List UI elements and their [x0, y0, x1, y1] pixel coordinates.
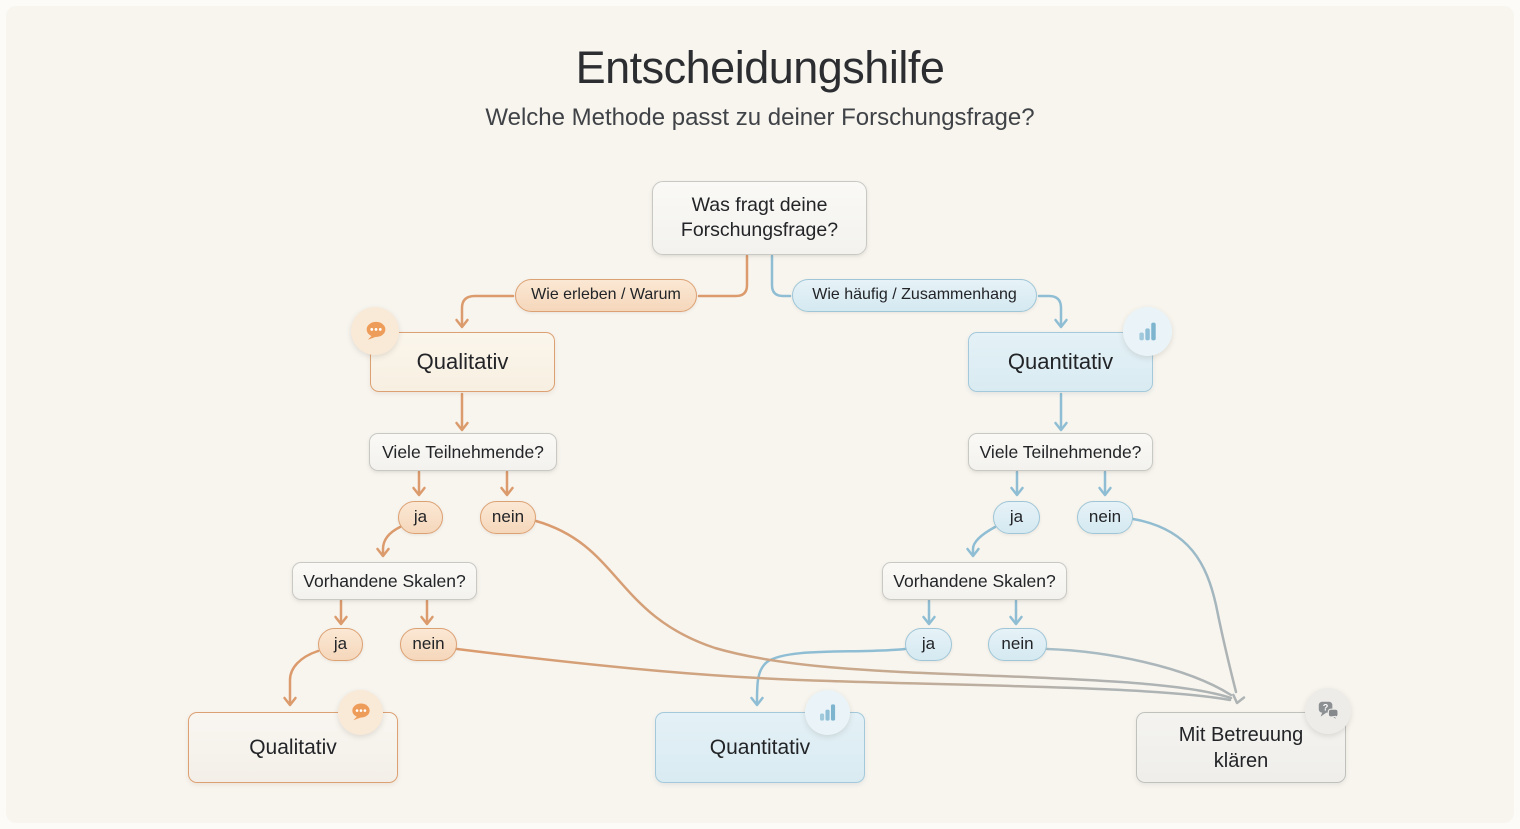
result-label: Quantitativ — [709, 735, 811, 759]
edge-label-quantitative: Wie häufig / Zusammenhang — [792, 279, 1037, 312]
question-scales-quantitative: Vorhandene Skalen? — [882, 562, 1067, 600]
question-label: Vorhandene Skalen? — [893, 570, 1056, 591]
speech-bubble-glyph — [352, 703, 370, 721]
edges-qualitative-branch — [283, 254, 749, 707]
question-label: Viele Teilnehmende? — [382, 441, 544, 462]
node-label: Qualitativ — [416, 348, 509, 374]
question-mark-glyph: ? — [1323, 703, 1329, 713]
answer-no-pill: nein — [1077, 501, 1133, 534]
bar-chart-icon — [1123, 307, 1172, 356]
answer-label: nein — [1001, 634, 1034, 654]
bar-chart-glyph — [820, 704, 836, 721]
answer-yes-pill: ja — [398, 501, 443, 534]
question-participants-quantitative: Viele Teilnehmende? — [968, 433, 1153, 471]
answer-label: ja — [921, 634, 936, 654]
node-label: Quantitativ — [1007, 348, 1114, 374]
question-speech-bubbles-icon: ? — [1305, 688, 1351, 734]
question-scales-qualitative: Vorhandene Skalen? — [292, 562, 477, 600]
question-speech-bubbles-glyph: ? — [1318, 701, 1340, 722]
answer-label: nein — [412, 634, 445, 654]
answer-yes-pill: ja — [993, 501, 1040, 534]
answer-yes-pill: ja — [318, 628, 363, 661]
result-qualitative: Qualitativ — [188, 712, 398, 783]
page-subtitle: Welche Methode passt zu deiner Forschung… — [485, 104, 1035, 131]
speech-bubble-glyph — [366, 321, 385, 340]
edges-to-supervision — [455, 517, 1246, 705]
page-title: Entscheidungshilfe — [575, 42, 945, 93]
answer-yes-pill: ja — [905, 628, 952, 661]
answer-label: nein — [491, 507, 525, 527]
question-participants-qualitative: Viele Teilnehmende? — [369, 433, 557, 471]
result-quantitative: Quantitativ — [655, 712, 865, 783]
edges-quantitative-branch — [750, 254, 1112, 707]
node-label: Was fragt deine Forschungsfrage? — [680, 193, 839, 241]
speech-bubble-icon — [351, 307, 399, 355]
answer-no-pill: nein — [400, 628, 457, 661]
canvas-background — [6, 6, 1514, 823]
answer-label: ja — [333, 634, 348, 654]
edge-label-text: Wie erleben / Warum — [531, 286, 681, 304]
answer-label: ja — [413, 507, 428, 527]
bar-chart-icon — [805, 690, 850, 735]
question-label: Viele Teilnehmende? — [979, 441, 1142, 462]
question-label: Vorhandene Skalen? — [303, 570, 466, 591]
bar-chart-glyph — [1139, 322, 1156, 341]
result-label: Mit Betreuung klären — [1178, 723, 1304, 772]
node-qualitative: Qualitativ — [370, 332, 555, 392]
edge-label-text: Wie häufig / Zusammenhang — [812, 286, 1017, 304]
node-quantitative: Quantitativ — [968, 332, 1153, 392]
answer-no-pill: nein — [988, 628, 1047, 661]
node-root-question: Was fragt deine Forschungsfrage? — [652, 181, 867, 255]
answer-label: nein — [1088, 507, 1122, 527]
answer-label: ja — [1009, 507, 1024, 527]
answer-no-pill: nein — [480, 501, 536, 534]
speech-bubble-icon — [338, 690, 383, 735]
edge-label-qualitative: Wie erleben / Warum — [515, 279, 697, 312]
result-label: Qualitativ — [249, 735, 337, 759]
